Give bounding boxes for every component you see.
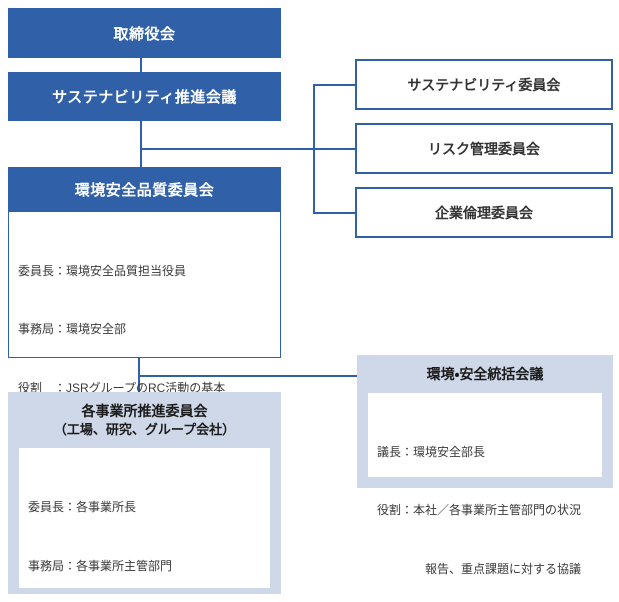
node-risk-committee-label: リスク管理委員会 [428,140,540,157]
general-meeting-detail-line: 役割：本社／各事業所主管部門の状況 [377,503,582,518]
site-committee-detail-line: 委員長：各事業所長 [28,500,137,515]
connector-bus-to-committees [140,148,315,150]
node-sustainability-committee[interactable]: サステナビリティ委員会 [355,59,613,110]
panel-env-safety-general-meeting-header-label: 環境・安全統括会議 [426,366,544,382]
panel-eshq-committee-header-label: 環境安全品質委員会 [74,182,215,199]
panel-site-promotion-committee-header[interactable]: 各事業所推進委員会 （工場、研究、グループ会社） [8,392,281,438]
general-meeting-detail-line: 報告、重点課題に対する協議 [377,561,582,576]
node-sustainability-council[interactable]: サステナビリティ推進会議 [8,72,281,121]
panel-env-safety-general-meeting-header[interactable]: 環境・安全統括会議 [357,355,613,393]
panel-site-promotion-committee-body: 委員長：各事業所長 事務局：各事業所主管部門 役割 ：RC推進活動の実行に関する… [19,448,270,589]
eshq-detail-line: 委員長：環境安全品質担当役員 [18,263,187,278]
panel-eshq-committee-body: 委員長：環境安全品質担当役員 事務局：環境安全部 役割 ：JSRグループのRC活… [8,212,281,569]
panel-eshq-committee: 環境安全品質委員会 委員長：環境安全品質担当役員 事務局：環境安全部 役割 ：J… [8,167,281,569]
node-ethics-committee-label: 企業倫理委員会 [435,204,533,221]
connector-board-to-council [140,58,142,84]
panel-env-safety-general-meeting: 環境・安全統括会議 議長：環境安全部長 役割：本社／各事業所主管部門の状況 報告… [357,355,613,576]
site-committee-detail-list: 委員長：各事業所長 事務局：各事業所主管部門 役割 ：RC推進活動の実行に関する… [28,459,270,602]
node-board[interactable]: 取締役会 [8,8,281,58]
node-risk-committee[interactable]: リスク管理委員会 [355,123,613,174]
connector-stub-risk-committee [313,148,356,150]
panel-site-promotion-committee-header-line1: 各事業所推進委員会 [81,403,208,419]
site-committee-detail-line: 事務局：各事業所主管部門 [28,558,173,573]
panel-site-promotion-committee-header-line2: （工場、研究、グループ会社） [53,421,236,437]
general-meeting-detail-line: 議長：環境安全部長 [377,444,486,459]
node-board-label: 取締役会 [113,25,176,43]
connector-stub-ethics-committee [313,212,356,214]
eshq-detail-line: 事務局：環境安全部 [18,322,127,337]
panel-site-promotion-committee: 各事業所推進委員会 （工場、研究、グループ会社） 委員長：各事業所長 事務局：各… [8,392,281,594]
connector-stub-sustainability-committee [313,84,356,86]
node-sustainability-council-label: サステナビリティ推進会議 [52,89,237,106]
connector-branch-to-general-meeting [138,375,357,377]
eshq-detail-line: 役割 ：JSRグループのRC活動の基本 [18,380,226,395]
connector-council-to-eshq [140,121,142,167]
node-ethics-committee[interactable]: 企業倫理委員会 [355,187,613,238]
panel-env-safety-general-meeting-body: 議長：環境安全部長 役割：本社／各事業所主管部門の状況 報告、重点課題に対する協… [368,393,602,576]
node-sustainability-committee-label: サステナビリティ委員会 [407,76,561,93]
panel-eshq-committee-header[interactable]: 環境安全品質委員会 [8,167,281,212]
general-meeting-detail-list: 議長：環境安全部長 役割：本社／各事業所主管部門の状況 報告、重点課題に対する協… [377,404,602,602]
